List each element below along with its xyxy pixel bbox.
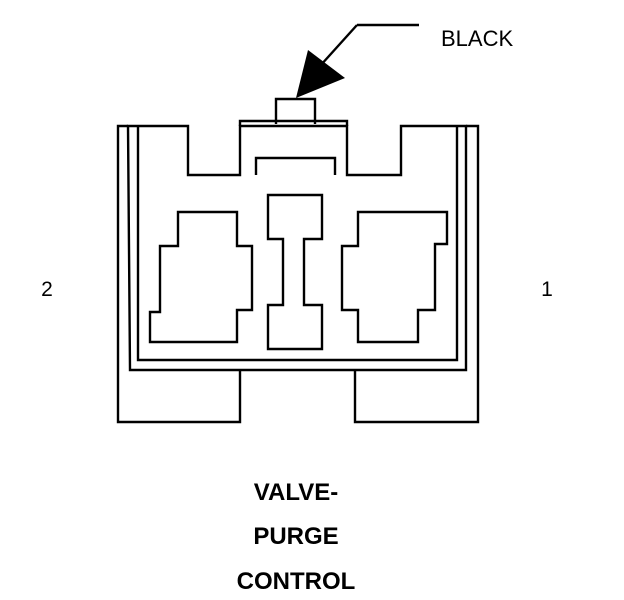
latch-tab xyxy=(274,97,317,124)
center-key xyxy=(266,193,324,351)
title-line-1: VALVE- xyxy=(254,479,338,506)
latch-window xyxy=(254,156,337,175)
terminal-cavity-1 xyxy=(340,210,449,344)
wire-pointer-shaft xyxy=(319,24,358,67)
terminal-cavity-2 xyxy=(148,210,254,344)
pin-label-2: 2 xyxy=(41,278,53,301)
latch-ramp xyxy=(238,119,349,126)
title-line-3: CONTROL xyxy=(237,568,356,595)
inner-cavity xyxy=(136,126,459,362)
pin-label-1: 1 xyxy=(541,278,553,301)
wire-pointer-arrowhead xyxy=(296,50,345,98)
title-line-2: PURGE xyxy=(253,523,338,550)
connector-shroud xyxy=(116,124,480,424)
connector-outer-body xyxy=(126,124,468,372)
wire-color-label: BLACK xyxy=(441,26,513,51)
